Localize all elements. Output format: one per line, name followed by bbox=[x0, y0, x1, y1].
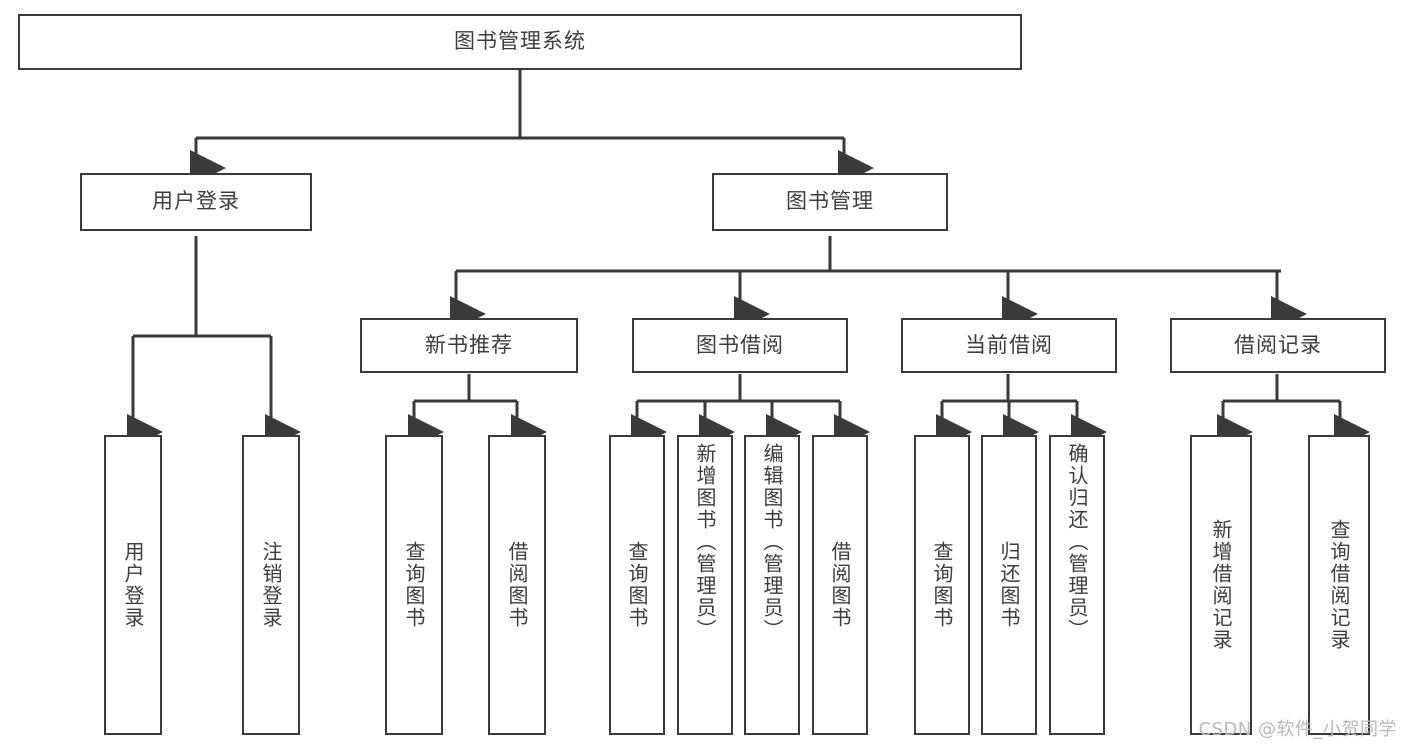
leaf-label: 确认归还（管理员） bbox=[1065, 443, 1089, 641]
node-book-borrow-label: 图书借阅 bbox=[696, 332, 784, 357]
leaf-label: 查询借阅记录 bbox=[1327, 519, 1351, 651]
leaf-borrow-borrow-book[interactable]: 借阅图书 bbox=[812, 435, 868, 735]
leaf-new-book-query[interactable]: 查询图书 bbox=[385, 435, 443, 735]
leaf-label: 编辑图书（管理员） bbox=[760, 443, 784, 641]
leaf-new-book-borrow[interactable]: 借阅图书 bbox=[488, 435, 546, 735]
node-new-book-recommend-label: 新书推荐 bbox=[425, 332, 513, 357]
leaf-label: 查询图书 bbox=[625, 541, 649, 629]
leaf-label: 借阅图书 bbox=[505, 541, 529, 629]
node-book-borrow[interactable]: 图书借阅 bbox=[632, 318, 848, 373]
leaf-label: 查询图书 bbox=[402, 541, 426, 629]
node-borrow-record[interactable]: 借阅记录 bbox=[1170, 318, 1386, 373]
leaf-record-add[interactable]: 新增借阅记录 bbox=[1190, 435, 1252, 735]
leaf-label: 查询图书 bbox=[930, 541, 954, 629]
leaf-label: 借阅图书 bbox=[828, 541, 852, 629]
leaf-record-query[interactable]: 查询借阅记录 bbox=[1308, 435, 1370, 735]
node-current-borrow-label: 当前借阅 bbox=[965, 332, 1053, 357]
leaf-label: 归还图书 bbox=[997, 541, 1021, 629]
node-user-login[interactable]: 用户登录 bbox=[80, 173, 312, 231]
leaf-borrow-query-book[interactable]: 查询图书 bbox=[609, 435, 665, 735]
leaf-user-login-logout[interactable]: 注销登录 bbox=[242, 435, 300, 735]
leaf-current-return-book[interactable]: 归还图书 bbox=[981, 435, 1037, 735]
node-root-label: 图书管理系统 bbox=[454, 29, 586, 54]
leaf-label: 注销登录 bbox=[259, 541, 283, 629]
node-new-book-recommend[interactable]: 新书推荐 bbox=[360, 318, 578, 373]
watermark: CSDN @软件_小贺同学 bbox=[1198, 719, 1397, 740]
leaf-label: 新增图书（管理员） bbox=[693, 443, 717, 641]
node-user-login-label: 用户登录 bbox=[152, 189, 240, 214]
node-current-borrow[interactable]: 当前借阅 bbox=[901, 318, 1117, 373]
node-book-management[interactable]: 图书管理 bbox=[712, 173, 948, 231]
node-book-management-label: 图书管理 bbox=[786, 189, 874, 214]
leaf-user-login-login[interactable]: 用户登录 bbox=[104, 435, 162, 735]
leaf-borrow-add-book[interactable]: 新增图书（管理员） bbox=[677, 435, 733, 735]
node-root[interactable]: 图书管理系统 bbox=[18, 14, 1022, 70]
leaf-current-confirm-return[interactable]: 确认归还（管理员） bbox=[1049, 435, 1105, 735]
leaf-label: 新增借阅记录 bbox=[1209, 519, 1233, 651]
leaf-borrow-edit-book[interactable]: 编辑图书（管理员） bbox=[744, 435, 800, 735]
leaf-label: 用户登录 bbox=[121, 541, 145, 629]
leaf-current-query-book[interactable]: 查询图书 bbox=[914, 435, 970, 735]
node-borrow-record-label: 借阅记录 bbox=[1234, 332, 1322, 357]
